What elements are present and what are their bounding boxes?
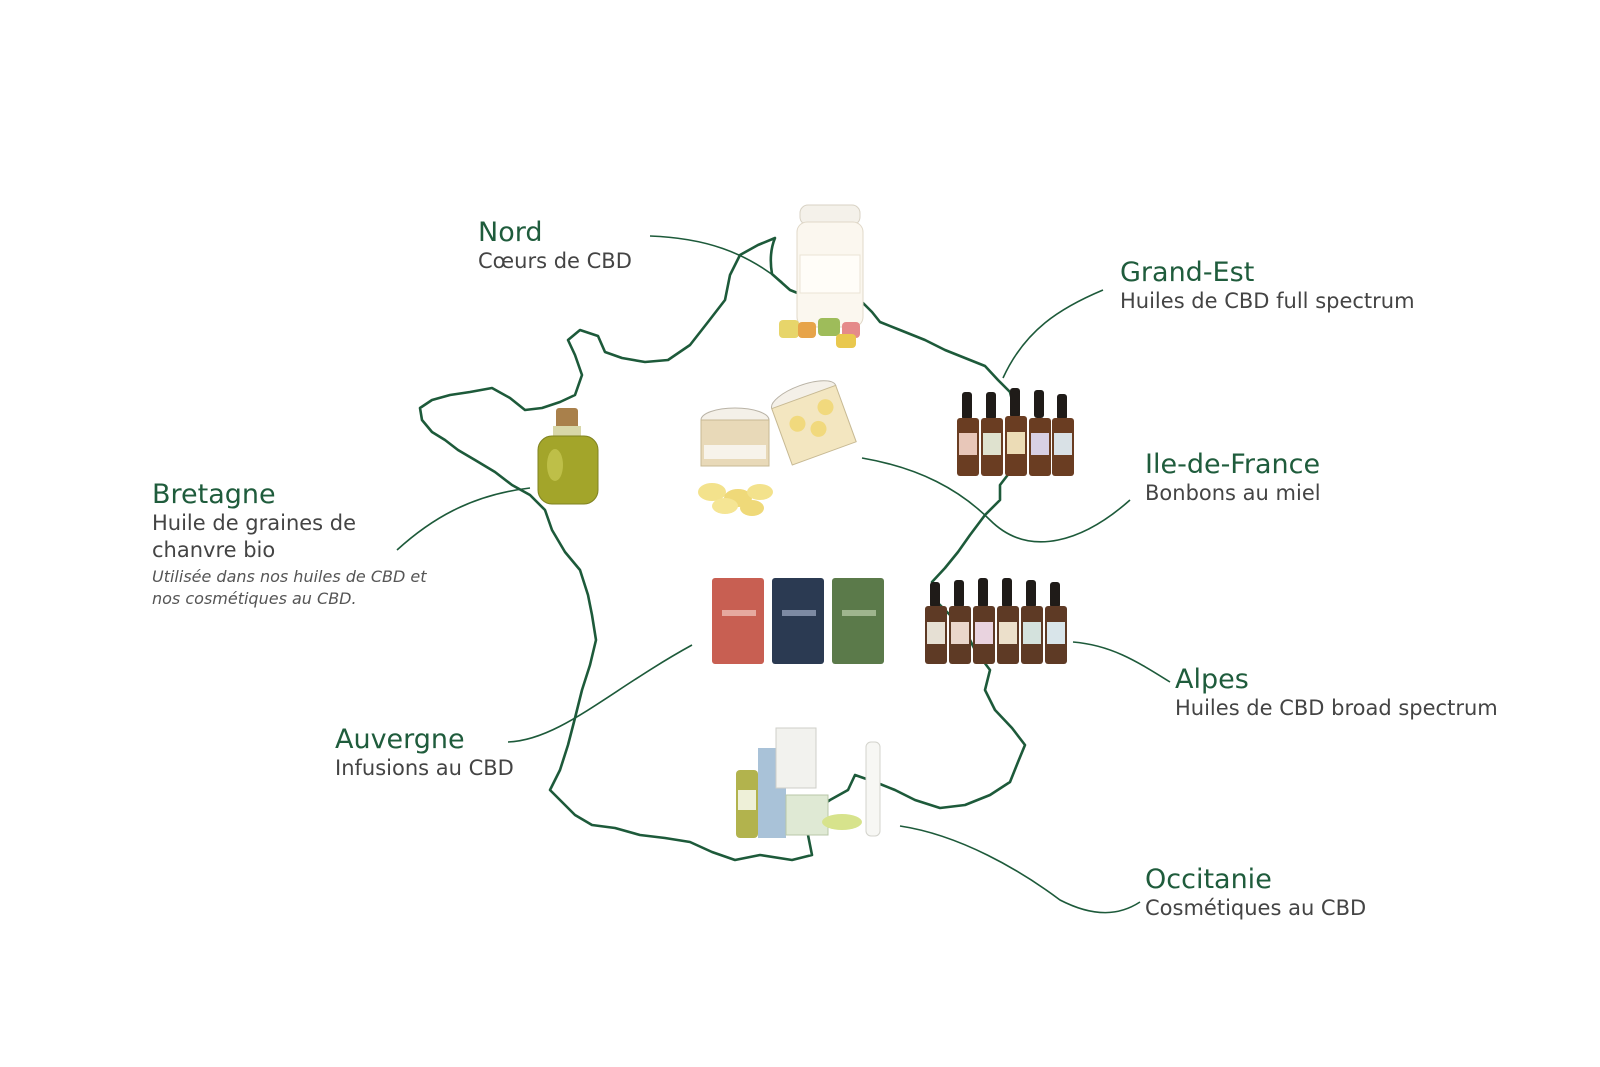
connector-ile-de-france [861, 457, 1131, 543]
region-label-bretagne: Bretagne Huile de graines de chanvre bio… [152, 480, 452, 610]
region-product: Huile de graines de chanvre bio [152, 511, 357, 562]
region-product: Infusions au CBD [335, 756, 514, 780]
region-label-occitanie: Occitanie Cosmétiques au CBD [1145, 865, 1366, 922]
region-product: Huiles de CBD full spectrum [1120, 289, 1415, 313]
region-note: Utilisée dans nos huiles de CBD et nos c… [152, 567, 427, 608]
region-name: Auvergne [335, 724, 465, 755]
connector-alpes [1072, 641, 1171, 683]
region-name: Bretagne [152, 479, 276, 510]
region-label-auvergne: Auvergne Infusions au CBD [335, 725, 514, 782]
region-name: Occitanie [1145, 864, 1272, 895]
tea-pouches-icon [712, 578, 884, 664]
connector-nord [649, 235, 783, 283]
connector-occitanie [899, 825, 1141, 914]
region-product: Cosmétiques au CBD [1145, 896, 1367, 920]
dropper-bottles-icon [957, 388, 1074, 476]
france-outline [418, 236, 1027, 862]
region-label-alpes: Alpes Huiles de CBD broad spectrum [1175, 665, 1498, 722]
region-label-grand-est: Grand-Est Huiles de CBD full spectrum [1120, 258, 1415, 315]
region-name: Grand-Est [1120, 257, 1255, 288]
region-name: Alpes [1175, 664, 1249, 695]
region-product: Cœurs de CBD [478, 249, 632, 273]
region-name: Ile-de-France [1145, 449, 1321, 480]
connector-grand-est [1002, 289, 1104, 379]
region-name: Nord [478, 217, 543, 248]
region-label-nord: Nord Cœurs de CBD [478, 218, 632, 275]
region-product: Huiles de CBD broad spectrum [1175, 696, 1498, 720]
region-product: Bonbons au miel [1145, 481, 1321, 505]
gummies-jar-icon [779, 204, 864, 348]
connector-auvergne [507, 644, 693, 743]
oil-flask-icon [537, 408, 599, 505]
region-label-ile-de-france: Ile-de-France Bonbons au miel [1145, 450, 1321, 507]
honey-candy-jars-icon [698, 380, 857, 516]
cosmetics-set-icon [736, 727, 881, 838]
connector-bretagne [396, 487, 531, 551]
dropper-bottles-icon [925, 578, 1067, 664]
